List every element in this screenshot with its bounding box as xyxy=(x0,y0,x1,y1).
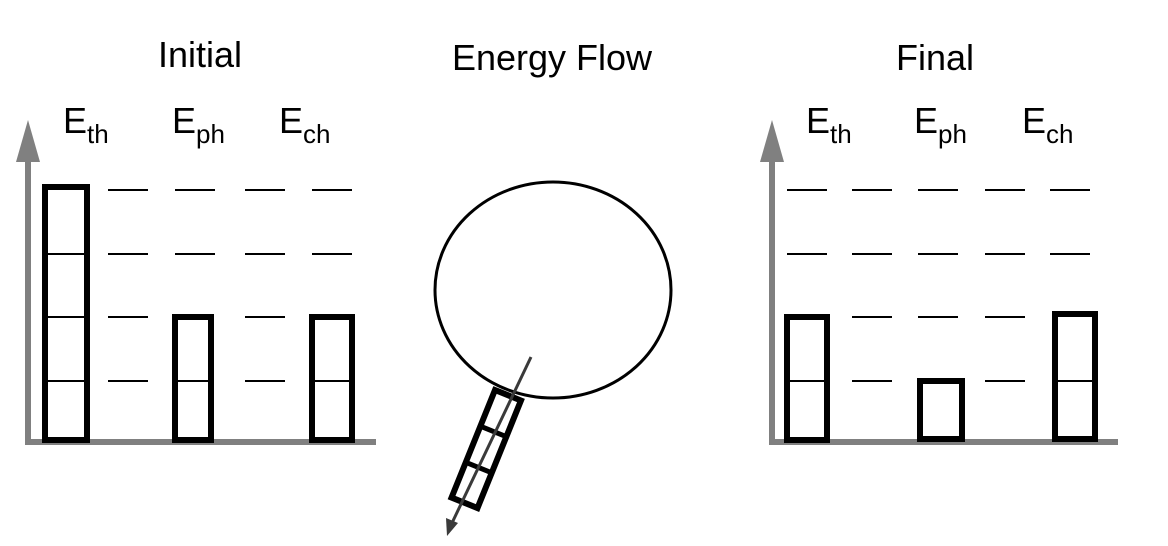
initial-y-axis-arrow xyxy=(16,120,40,162)
initial-bar-eth xyxy=(42,184,90,443)
initial-label-ech: Ech xyxy=(279,100,330,149)
energy-flow-title: Energy Flow xyxy=(452,37,653,78)
final-label-eth: Eth xyxy=(806,100,852,149)
initial-title: Initial xyxy=(158,34,242,75)
final-y-axis-arrow xyxy=(760,120,784,162)
final-chart xyxy=(760,120,1118,445)
energy-flow-diagram xyxy=(433,180,673,536)
initial-chart xyxy=(16,120,376,445)
system-circle xyxy=(433,180,673,400)
svg-text:Eph: Eph xyxy=(172,100,225,149)
energy-flow-arrow-line xyxy=(450,356,533,524)
svg-text:Eph: Eph xyxy=(914,100,967,149)
svg-text:Ech: Ech xyxy=(1022,100,1073,149)
final-guide-lines xyxy=(787,189,1090,382)
final-label-eph: Eph xyxy=(914,100,967,149)
initial-guide-lines xyxy=(108,189,352,382)
svg-text:Eth: Eth xyxy=(63,100,109,149)
initial-label-eph: Eph xyxy=(172,100,225,149)
initial-bar-ech xyxy=(309,314,355,443)
final-bar-ech xyxy=(1052,311,1098,442)
energy-flow-arrow-head xyxy=(446,518,458,536)
final-title: Final xyxy=(896,37,974,78)
initial-label-eth: Eth xyxy=(63,100,109,149)
final-bar-eph xyxy=(917,378,965,442)
svg-text:Eth: Eth xyxy=(806,100,852,149)
final-bar-eth xyxy=(784,314,830,443)
svg-text:Ech: Ech xyxy=(279,100,330,149)
initial-bar-eth-dividers xyxy=(45,253,87,382)
initial-bar-eph xyxy=(172,314,214,443)
final-label-ech: Ech xyxy=(1022,100,1073,149)
